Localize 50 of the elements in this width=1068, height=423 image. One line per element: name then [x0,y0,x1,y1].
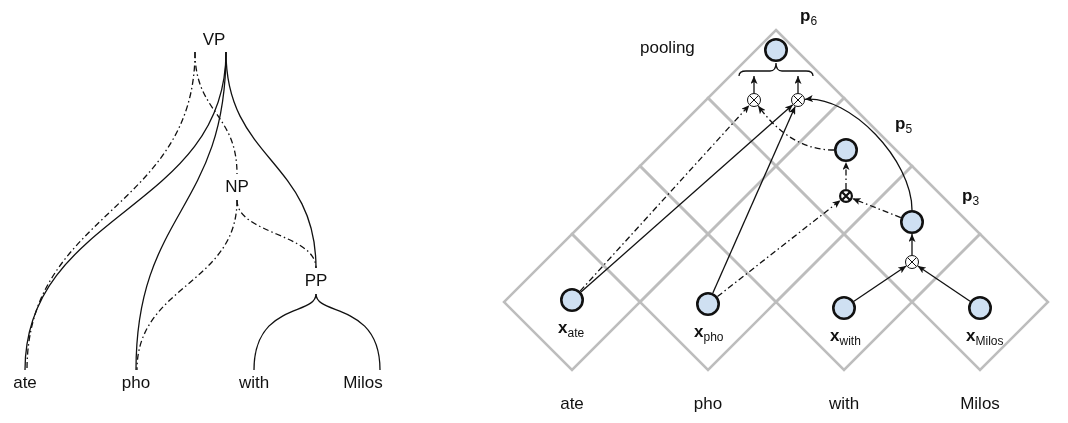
product-node [839,189,853,203]
arrow [804,96,913,211]
arrow [579,104,750,292]
phrase-label: PP [296,268,336,294]
word-label: with [828,394,860,414]
arrow [750,75,758,94]
product-node [747,93,761,107]
cell-label: p$_{5}$ [895,114,913,139]
vector-node [968,296,992,320]
word-label: ate [560,394,584,414]
arrow [712,105,796,294]
word-label: pho [693,394,723,414]
tree-branch [236,199,317,269]
tree-branch [136,199,238,371]
vector-node [832,296,856,320]
vector-node [560,288,584,312]
vector-label: x$_{Milos}$ [966,326,1004,351]
arrow [851,197,902,219]
arrow [580,104,794,293]
word-label: Milos [960,394,1000,414]
arrow [757,105,835,151]
operation-label: pooling [640,38,695,58]
arrow [853,265,907,302]
arrow [794,75,802,94]
phrase-label: VP [188,28,240,52]
word-label: with [234,370,274,396]
tree-branch [315,293,381,371]
vector-label: x$_{ate}$ [558,318,585,343]
arrow [917,265,971,302]
word-label: ate [5,370,45,396]
vector-node [764,38,788,62]
product-node [791,93,805,107]
tree-branch [253,293,317,371]
arrow [716,199,842,298]
phrase-label: NP [217,174,257,200]
product-node [905,255,919,269]
arrow [842,161,850,190]
vector-label: x$_{pho}$ [694,322,724,347]
arrow [908,233,916,256]
word-label: Milos [335,370,391,396]
word-label: pho [116,370,156,396]
vector-node [834,138,858,162]
tree-branch [194,51,238,175]
vector-label: x$_{with}$ [830,326,861,351]
tree-branch [225,51,317,269]
pooling-brace [738,62,814,76]
cell-label: p$_{6}$ [800,6,818,31]
cell-label: p$_{3}$ [962,186,980,211]
vector-node [900,210,924,234]
vector-node [696,292,720,316]
